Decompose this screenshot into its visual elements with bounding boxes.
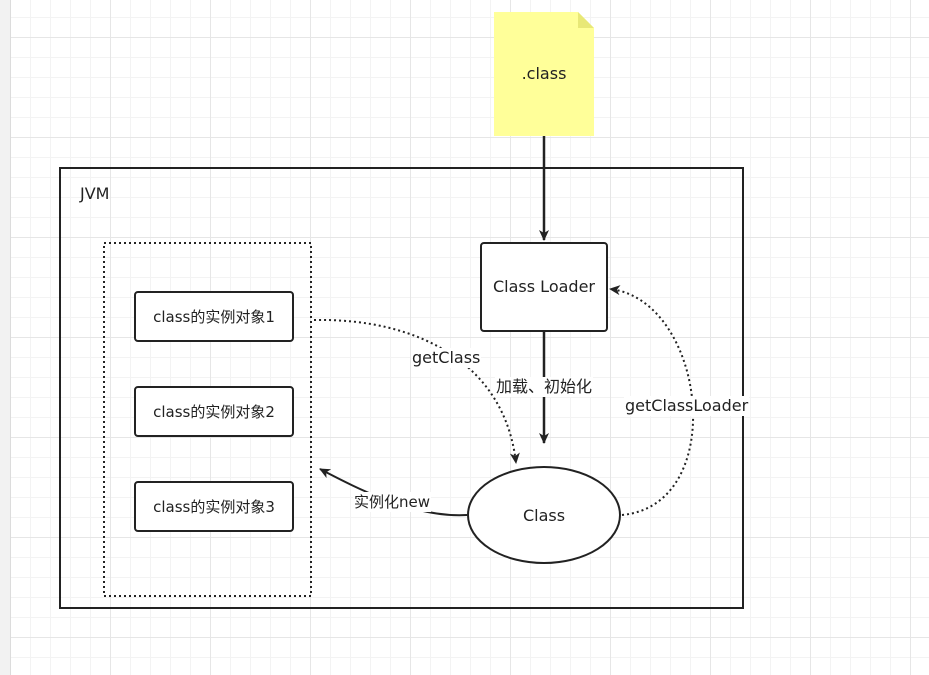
edge-label-new-instance: 实例化new	[353, 492, 432, 512]
instance-label-1: class的实例对象1	[153, 308, 275, 326]
instance-box-2[interactable]	[134, 386, 294, 437]
edge-label-get-class: getClass	[411, 348, 482, 368]
edge-label-get-class-loader: getClassLoader	[624, 396, 750, 416]
class-ellipse[interactable]	[467, 466, 621, 564]
edge-label-load-init: 加载、初始化	[495, 377, 594, 397]
class-file-note[interactable]	[494, 12, 594, 136]
instance-label-2: class的实例对象2	[153, 403, 275, 421]
class-loader-label: Class Loader	[493, 277, 595, 296]
jvm-label: JVM	[80, 184, 110, 203]
edge-get-class-loader[interactable]	[609, 285, 694, 516]
instance-label-3: class的实例对象3	[153, 498, 275, 516]
class-label: Class	[522, 506, 566, 525]
edge-get-class[interactable]	[313, 318, 520, 464]
note-fold-icon	[578, 12, 594, 28]
canvas-left-margin	[0, 0, 11, 675]
instance-box-3[interactable]	[134, 481, 294, 532]
instance-box-1[interactable]	[134, 291, 294, 342]
jvm-container[interactable]	[59, 167, 744, 609]
class-file-label: .class	[521, 64, 567, 83]
